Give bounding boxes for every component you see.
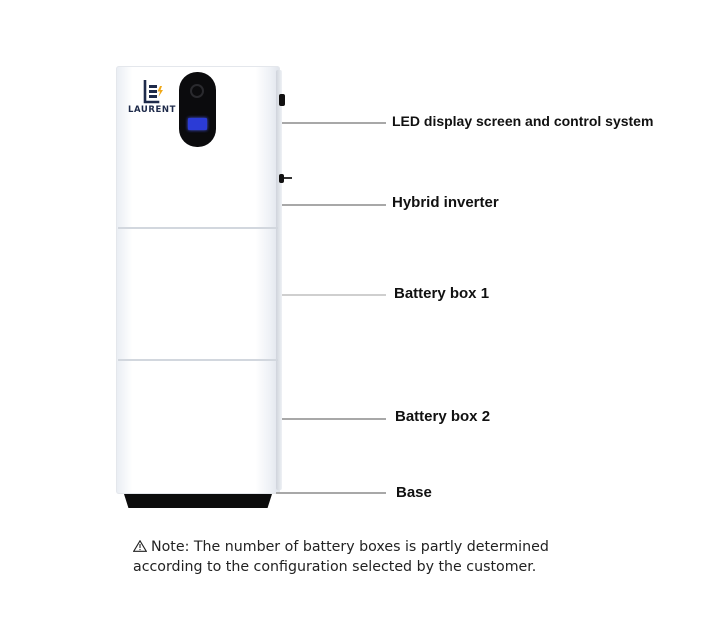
- label-battery-box-2: Battery box 2: [395, 408, 491, 425]
- label-led-display: LED display screen and control system: [392, 113, 654, 129]
- side-connector-pin: [284, 177, 292, 179]
- battery-logo-icon: [143, 80, 163, 104]
- leader-line-led: [282, 122, 386, 124]
- note-text-1: Note: The number of battery boxes is par…: [151, 539, 549, 555]
- energy-storage-cabinet: LAURENT: [116, 66, 292, 494]
- cabinet-side-edge: [276, 70, 282, 490]
- label-hybrid-inverter: Hybrid inverter: [392, 194, 499, 211]
- note-line-1: Note: The number of battery boxes is par…: [133, 537, 693, 557]
- led-screen: [188, 118, 207, 130]
- led-display-panel: [179, 72, 216, 147]
- leader-line-base: [276, 492, 386, 494]
- label-battery-box-1: Battery box 1: [394, 285, 490, 302]
- label-base: Base: [396, 484, 432, 501]
- side-connector-top: [279, 94, 285, 106]
- leader-line-battery-box-1: [282, 294, 386, 296]
- power-button-ring: [190, 84, 204, 98]
- battery1-battery2-seam: [118, 359, 278, 361]
- side-connector-mid: [279, 174, 284, 183]
- warning-icon: [133, 540, 147, 552]
- leader-line-battery-box-2: [282, 418, 386, 420]
- note-line-2: according to the configuration selected …: [133, 559, 537, 575]
- brand-name: LAURENT: [127, 105, 177, 115]
- leader-line-inverter: [282, 204, 386, 206]
- configuration-note: Note: The number of battery boxes is par…: [133, 537, 693, 577]
- cabinet-base: [124, 494, 272, 508]
- inverter-battery1-seam: [118, 227, 278, 229]
- brand-logo: LAURENT: [124, 80, 180, 120]
